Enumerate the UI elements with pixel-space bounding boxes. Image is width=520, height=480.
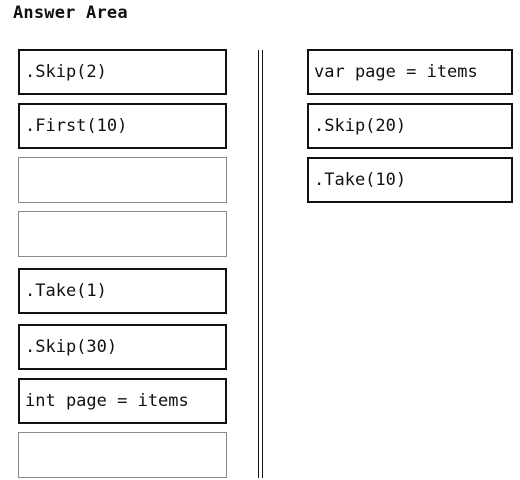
source-option-empty-slot-2 xyxy=(18,211,227,257)
source-option-skip-2[interactable]: .Skip(2) xyxy=(18,49,227,95)
answer-slot-take-10[interactable]: .Take(10) xyxy=(307,157,513,203)
source-option-empty-slot-3 xyxy=(18,432,227,478)
answer-slot-var-page[interactable]: var page = items xyxy=(307,49,513,95)
answer-slot-skip-20[interactable]: .Skip(20) xyxy=(307,103,513,149)
source-option-empty-slot-1 xyxy=(18,157,227,203)
column-divider xyxy=(258,50,263,478)
answer-area-title: Answer Area xyxy=(13,3,128,23)
source-option-take-1[interactable]: .Take(1) xyxy=(18,268,227,314)
source-option-skip-30[interactable]: .Skip(30) xyxy=(18,324,227,370)
source-option-int-page[interactable]: int page = items xyxy=(18,378,227,424)
source-option-first-10[interactable]: .First(10) xyxy=(18,103,227,149)
